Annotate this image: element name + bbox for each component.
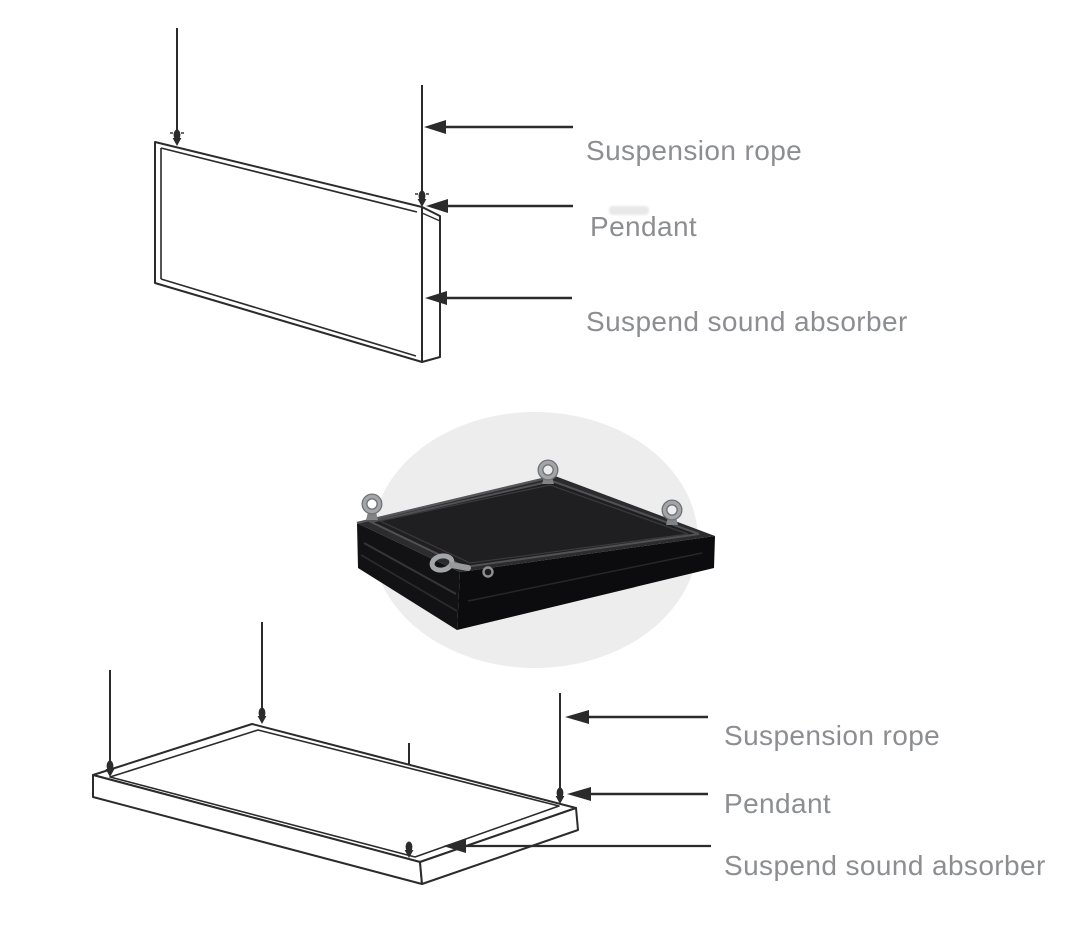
label-arrow [425, 291, 572, 305]
product-photo [356, 412, 715, 668]
sound-absorber-baffle-drawing [154, 141, 441, 363]
label-arrow [443, 839, 711, 853]
horizontal-panel-diagram [92, 622, 711, 885]
vertical-baffle-diagram [154, 28, 573, 363]
label-suspend-sound-absorber-top: Suspend sound absorber [586, 306, 908, 337]
label-pendant-top: Pendant [590, 211, 698, 242]
pendant-icon [105, 760, 115, 777]
label-arrow [424, 120, 573, 134]
label-suspension-rope-top: Suspension rope [586, 135, 803, 166]
eyebolt-flat-icon [429, 553, 471, 573]
pendant-icon [170, 129, 184, 146]
label-arrow [567, 787, 708, 801]
label-arrow [426, 199, 573, 213]
photo-panel [356, 474, 715, 630]
label-arrow [565, 710, 708, 724]
pendant-icon [257, 707, 267, 724]
label-suspension-rope-bottom: Suspension rope [724, 720, 941, 751]
grommet-icon [482, 566, 494, 578]
pendant-icon [555, 787, 565, 804]
pendant-icon [415, 190, 429, 207]
eyebolt-icon [537, 459, 559, 484]
print-artifact [609, 206, 649, 215]
eyebolt-icon [661, 499, 683, 525]
label-pendant-bottom: Pendant [724, 788, 832, 819]
label-suspend-sound-absorber-bottom: Suspend sound absorber [724, 850, 1046, 881]
eyebolt-icon [361, 493, 383, 520]
sound-absorber-panel-drawing [92, 723, 579, 885]
pendant-icon [404, 841, 414, 858]
